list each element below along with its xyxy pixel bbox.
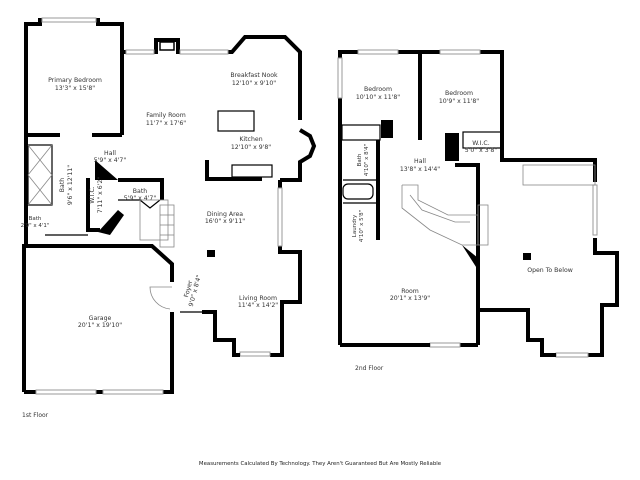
stairs-first-floor xyxy=(159,204,175,248)
room-name: Hall xyxy=(414,158,426,165)
room-name: Living Room xyxy=(239,295,277,302)
room-name: Open To Below xyxy=(527,267,573,274)
room-dims: 9'6" x 12'11" xyxy=(67,165,74,205)
room-name: W.I.C. xyxy=(472,140,489,147)
stairs-second-floor xyxy=(401,184,489,246)
room-name: Garage xyxy=(89,315,112,322)
room-name: Bedroom xyxy=(445,90,473,97)
room-dims: 13'8" x 14'4" xyxy=(400,166,440,173)
room-name: Hall xyxy=(104,150,116,157)
floor-label: 2nd Floor xyxy=(355,365,384,372)
room-dims: 5'0" x 3'8" xyxy=(465,147,498,154)
second-floor-walls xyxy=(337,49,619,358)
first-floor-walls xyxy=(22,17,317,395)
room-dims: 16'0" x 9'11" xyxy=(205,218,245,225)
room-dims: 10'10" x 11'8" xyxy=(356,94,400,101)
room-name: W.I.C. xyxy=(89,186,96,203)
room-dims: 5'9" x 4'7" xyxy=(94,157,127,164)
room-name: Bath xyxy=(29,216,42,222)
room-dims: 20'1" x 13'9" xyxy=(390,295,430,302)
second-floor-labels: Bedroom 10'10" x 11'8" Bedroom 10'9" x 1… xyxy=(352,86,573,372)
room-dims: 11'7" x 17'6" xyxy=(146,120,186,127)
room-dims: 20'1" x 19'10" xyxy=(78,322,122,329)
room-name: Family Room xyxy=(146,112,186,119)
room-name: Breakfast Nook xyxy=(230,72,278,79)
room-name: Kitchen xyxy=(239,136,262,143)
room-dims: 12'10" x 9'8" xyxy=(231,144,271,151)
room-dims: 11'4" x 14'2" xyxy=(238,302,278,309)
room-dims: 5'9" x 4'7" xyxy=(124,195,157,202)
room-name: Dining Area xyxy=(207,211,243,218)
room-dims: 7'11" x 6'2" xyxy=(97,177,104,214)
room-name: Bath xyxy=(133,188,147,195)
room-name: Laundry xyxy=(352,214,358,237)
disclaimer-footer: Measurements Calculated By Technology. T… xyxy=(199,461,442,467)
room-dims: 13'3" x 15'8" xyxy=(55,85,95,92)
room-dims: 4'10" x 5'8" xyxy=(359,210,365,242)
first-floor-labels: Primary Bedroom 13'3" x 15'8" Family Roo… xyxy=(21,72,279,419)
room-name: Bath xyxy=(59,178,66,192)
room-dims: 4'10" x 8'4" xyxy=(364,144,370,176)
room-name: Foyer xyxy=(183,279,194,298)
room-name: Bedroom xyxy=(364,86,392,93)
room-name: Primary Bedroom xyxy=(48,77,102,84)
room-dims: 2'9" x 4'1" xyxy=(21,223,50,229)
room-dims: 10'9" x 11'8" xyxy=(439,98,479,105)
floor-label: 1st Floor xyxy=(22,412,49,419)
room-dims: 12'10" x 9'10" xyxy=(232,80,276,87)
room-name: Bath xyxy=(357,153,363,166)
room-name: Room xyxy=(401,288,419,295)
